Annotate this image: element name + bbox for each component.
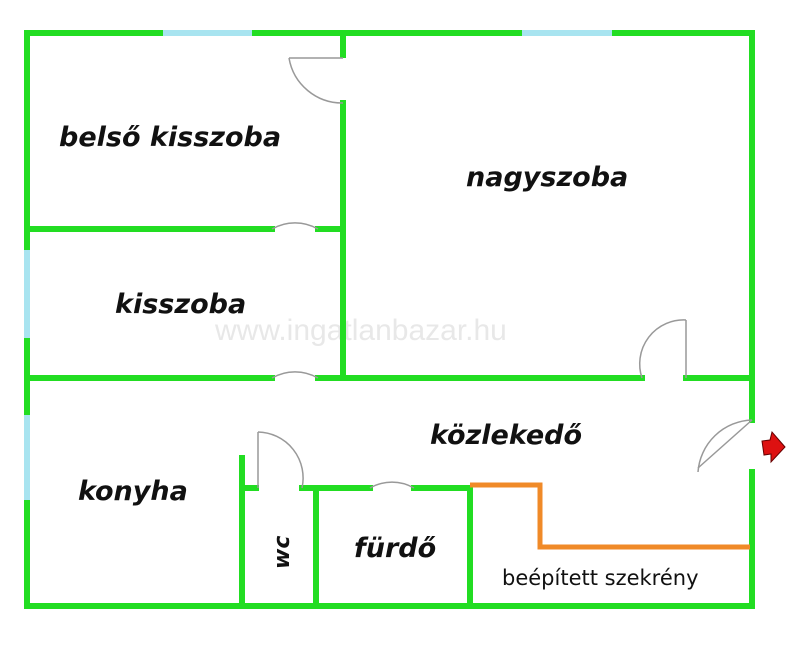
door-kozlekedo (271, 371, 319, 379)
entrance-arrow-icon (761, 430, 786, 464)
annotation-beepitett-szekreny: beépített szekrény (502, 566, 699, 590)
door-entrance (697, 419, 753, 473)
walls (24, 30, 755, 609)
room-label-konyha: konyha (78, 476, 188, 507)
room-label-nagyszoba: nagyszoba (466, 162, 628, 193)
door-wc (257, 431, 304, 489)
room-label-kozlekedo: közlekedő (430, 420, 582, 451)
room-label-belso-kisszoba: belső kisszoba (59, 122, 281, 153)
door-furdo (369, 481, 415, 489)
watermark: www.ingatlanbazar.hu (214, 314, 507, 347)
door-kisszoba (271, 222, 319, 230)
doors (257, 57, 753, 489)
wardrobe-outline (470, 482, 750, 550)
room-label-wc: wc (270, 536, 295, 569)
room-label-furdo: fürdő (354, 533, 436, 564)
door-nagyszoba (638, 319, 687, 379)
room-label-kisszoba: kisszoba (115, 289, 246, 320)
windows (24, 30, 612, 500)
door-belso-kisszoba (288, 57, 344, 104)
